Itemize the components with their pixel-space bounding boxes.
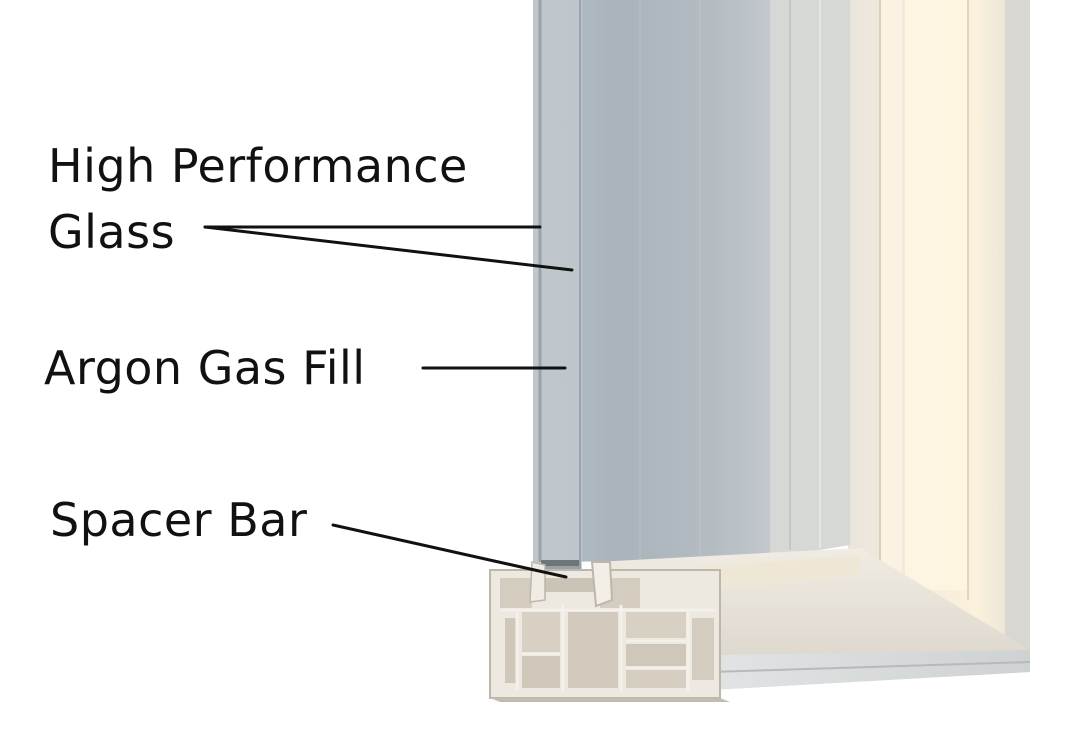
glass-unit bbox=[533, 0, 770, 570]
leader-lines bbox=[203, 225, 574, 579]
label-spacer-bar: Spacer Bar bbox=[50, 493, 308, 547]
glass-leader-line-inner bbox=[203, 225, 574, 272]
label-high-performance-glass-line2: Glass bbox=[48, 205, 176, 259]
label-high-performance-glass-line1: High Performance bbox=[48, 139, 468, 193]
spacer-leader-line bbox=[331, 523, 568, 579]
sash-stile bbox=[760, 0, 850, 560]
frame-extrusion-chambers bbox=[489, 561, 730, 702]
window-frame bbox=[848, 0, 1030, 672]
label-argon-gas-fill: Argon Gas Fill bbox=[44, 341, 366, 395]
